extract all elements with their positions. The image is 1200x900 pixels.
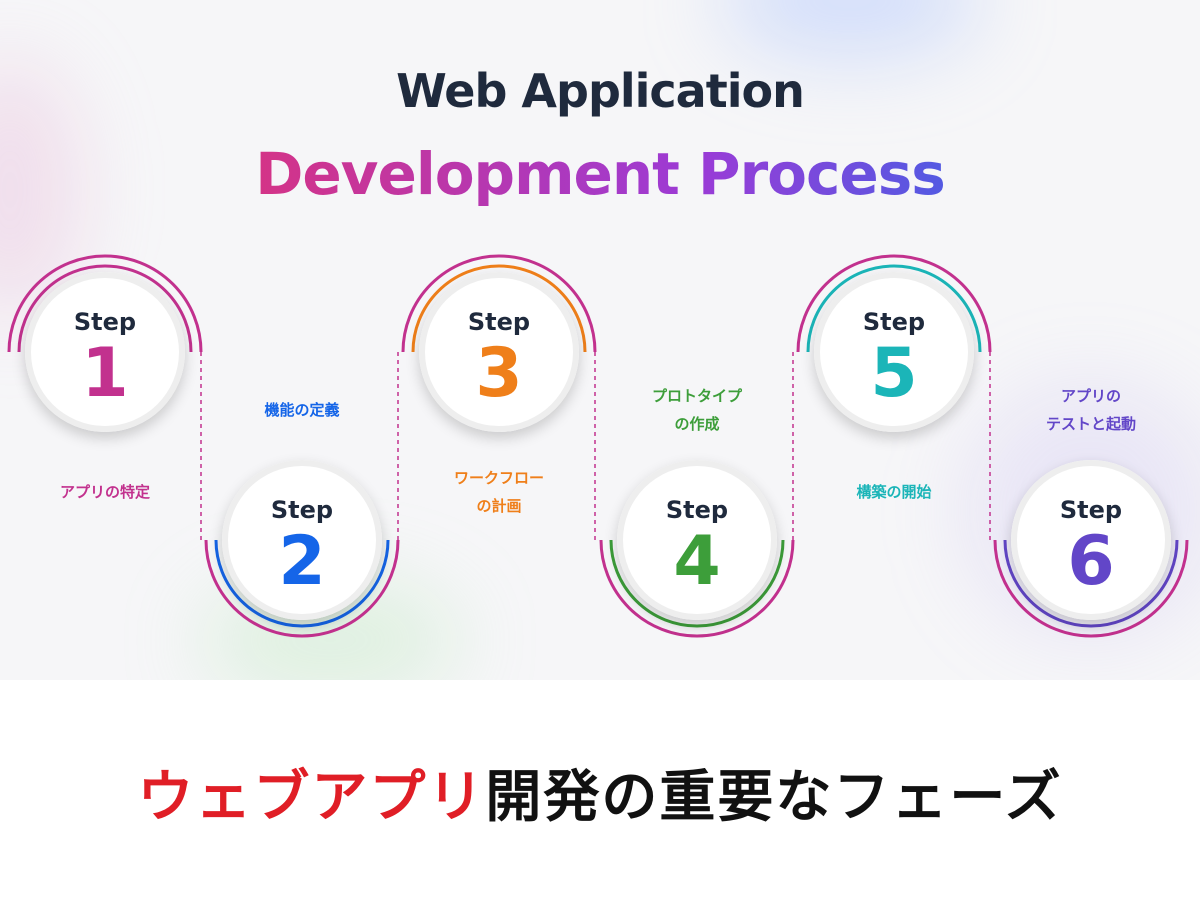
step-word: Step xyxy=(73,308,137,336)
step-label-line: アプリの特定 xyxy=(59,483,150,501)
step-number: 4 xyxy=(673,522,721,601)
step-number: 5 xyxy=(870,334,918,413)
step-4-label: プロトタイプの作成 xyxy=(597,382,797,438)
step-word: Step xyxy=(1059,496,1123,524)
step-word: Step xyxy=(665,496,729,524)
step-2-label: 機能の定義 xyxy=(202,396,402,424)
step-color-ring xyxy=(609,539,785,628)
step-word: Step xyxy=(270,496,334,524)
step-label-line: プロトタイプ xyxy=(651,387,742,405)
step-number: 6 xyxy=(1067,522,1115,601)
step-color-ring xyxy=(214,539,390,628)
bottom-caption: ウェブアプリ開発の重要なフェーズ xyxy=(0,752,1200,833)
title-line-1: Web Application xyxy=(396,64,805,118)
step-color-ring xyxy=(806,264,982,353)
caption-highlight: ウェブアプリ xyxy=(137,765,486,830)
step-number: 3 xyxy=(475,334,523,413)
connector-arc xyxy=(401,254,597,353)
step-label-line: の作成 xyxy=(674,415,720,433)
step-word: Step xyxy=(862,308,926,336)
process-path xyxy=(7,254,1189,638)
connector-arc xyxy=(7,254,203,353)
step-word: Step xyxy=(467,308,531,336)
infographic-panel: Web Application Development Process Step… xyxy=(0,0,1200,680)
step-5-label: 構築の開始 xyxy=(794,478,994,506)
step-number: 2 xyxy=(278,522,326,601)
step-color-ring xyxy=(1003,539,1179,628)
step-6-label: アプリのテストと起動 xyxy=(991,382,1191,438)
step-label-line: テストと起動 xyxy=(1045,415,1136,433)
step-label-line: 構築の開始 xyxy=(856,483,932,501)
step-color-ring xyxy=(17,264,193,353)
step-label-line: アプリの xyxy=(1060,387,1121,405)
step-label-line: ワークフロー xyxy=(453,469,544,487)
step-3-label: ワークフローの計画 xyxy=(399,464,599,520)
step-number: 1 xyxy=(81,334,129,413)
connector-arc xyxy=(796,254,992,353)
step-1-label: アプリの特定 xyxy=(5,478,205,506)
step-label-line: 機能の定義 xyxy=(264,401,340,419)
title-line-2: Development Process xyxy=(0,140,1200,208)
connector-arc xyxy=(204,539,400,638)
caption-rest: 開発の重要なフェーズ xyxy=(485,765,1063,830)
connector-arc xyxy=(599,539,795,638)
step-label-line: の計画 xyxy=(476,497,522,515)
step-color-ring xyxy=(411,264,587,353)
connector-arc xyxy=(993,539,1189,638)
